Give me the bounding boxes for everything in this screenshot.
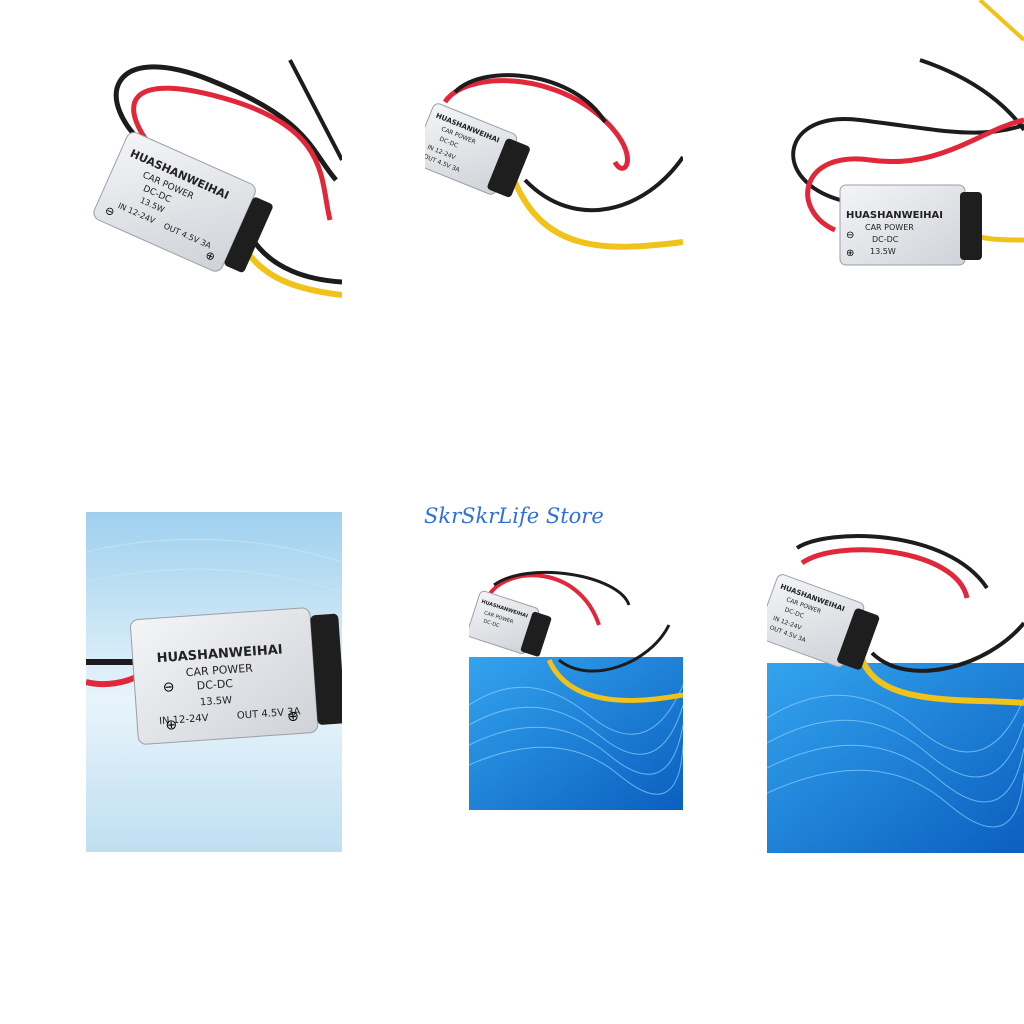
- svg-text:13.5W: 13.5W: [870, 247, 896, 256]
- store-name: SkrSkrLife Store: [424, 504, 604, 528]
- plus-terminal-icon: ⊕: [165, 716, 178, 733]
- converter-module-photo: HUASHANWEIHAI CAR POWER DC-DC 13.5W ⊖ ⊕: [791, 0, 1024, 266]
- svg-text:DC-DC: DC-DC: [872, 235, 899, 244]
- svg-text:HUASHANWEIHAI: HUASHANWEIHAI: [846, 210, 943, 221]
- svg-text:IN 12-24V: IN 12-24V: [159, 713, 209, 727]
- product-photo-2: HUASHANWEIHAI CAR POWER DC-DC IN 12-24V …: [425, 62, 683, 262]
- product-photo-5: HUASHANWEIHAI CAR POWER DC-DC: [469, 565, 683, 810]
- converter-module-photo: HUASHANWEIHAI CAR POWER DC-DC 13.5W IN 1…: [93, 59, 342, 298]
- product-photo-3: HUASHANWEIHAI CAR POWER DC-DC 13.5W ⊖ ⊕: [780, 0, 1024, 270]
- product-photo-1: HUASHANWEIHAI CAR POWER DC-DC 13.5W IN 1…: [90, 40, 342, 310]
- minus-terminal-icon: ⊖: [846, 230, 854, 241]
- product-photo-6: HUASHANWEIHAI CAR POWER DC-DC IN 12-24V …: [767, 528, 1024, 853]
- minus-terminal-icon: ⊖: [162, 678, 175, 695]
- plus-terminal-icon: ⊕: [846, 248, 854, 259]
- plus-terminal-icon: ⊕: [203, 249, 216, 264]
- svg-text:DC-DC: DC-DC: [483, 618, 501, 629]
- svg-text:CAR POWER: CAR POWER: [865, 223, 914, 232]
- svg-text:OUT 4.5V 3A: OUT 4.5V 3A: [237, 706, 301, 721]
- converter-module-photo: HUASHANWEIHAI CAR POWER DC-DC 13.5W IN 1…: [86, 512, 342, 852]
- svg-text:DC-DC: DC-DC: [196, 677, 233, 693]
- svg-text:CAR POWER: CAR POWER: [185, 662, 253, 680]
- converter-module-photo: HUASHANWEIHAI CAR POWER DC-DC: [469, 570, 683, 810]
- product-photo-4: HUASHANWEIHAI CAR POWER DC-DC 13.5W IN 1…: [86, 512, 342, 852]
- svg-text:13.5W: 13.5W: [200, 695, 233, 708]
- plus-terminal-icon: ⊕: [287, 707, 300, 724]
- converter-module-photo: HUASHANWEIHAI CAR POWER DC-DC IN 12-24V …: [425, 73, 683, 250]
- converter-module-photo: HUASHANWEIHAI CAR POWER DC-DC IN 12-24V …: [767, 534, 1024, 853]
- minus-terminal-icon: ⊖: [103, 204, 116, 219]
